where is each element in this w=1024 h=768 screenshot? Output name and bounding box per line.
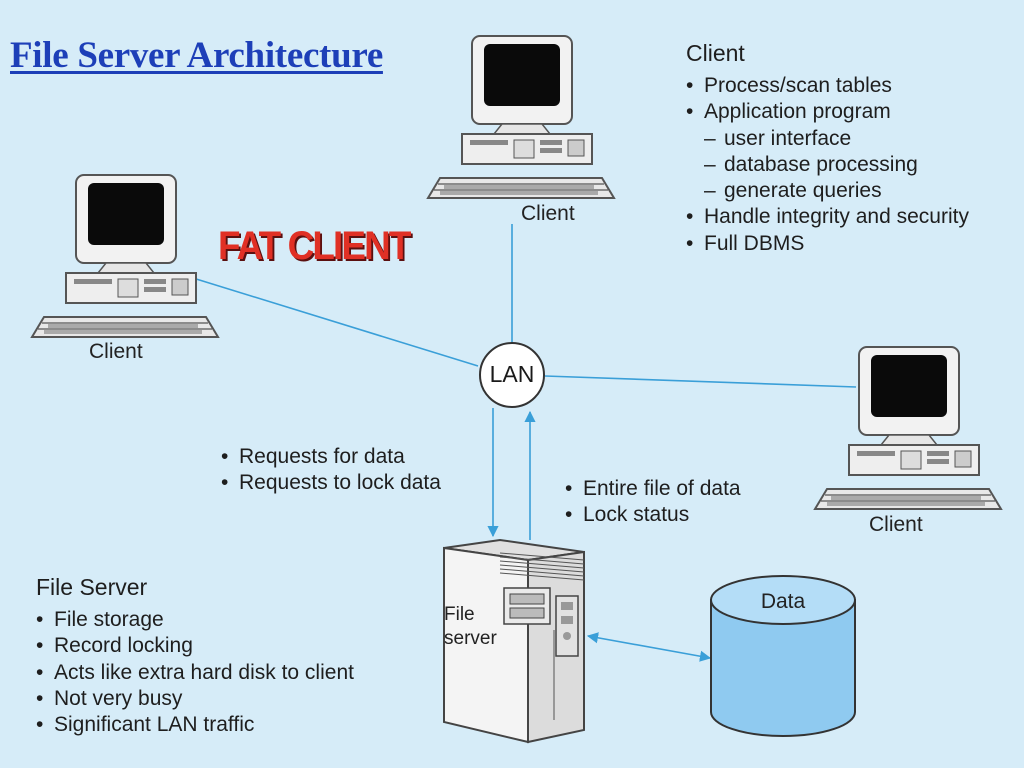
client-info-subitem: database processing	[686, 152, 969, 178]
client-info-subitem: generate queries	[686, 178, 969, 204]
file-server-info-block: File Server File storage Record locking …	[36, 574, 354, 738]
file-server-item: Not very busy	[36, 686, 354, 712]
page-title: File Server Architecture	[10, 35, 383, 76]
client-label-top: Client	[521, 202, 575, 225]
responses-list: Entire file of data Lock status	[565, 476, 741, 529]
client-info-list: Process/scan tables Application program …	[686, 73, 969, 257]
file-server-label: File server	[444, 603, 497, 651]
response-item: Lock status	[565, 502, 741, 528]
request-item: Requests for data	[221, 444, 441, 470]
client-info-heading: Client	[686, 40, 745, 66]
client-label-left: Client	[89, 340, 143, 363]
lan-hub	[479, 342, 545, 408]
client-info-item: Full DBMS	[686, 231, 969, 257]
link-left-client	[179, 273, 479, 367]
file-server-item: Acts like extra hard disk to client	[36, 660, 354, 686]
client-info-item: Application program	[686, 99, 969, 125]
database-cylinder	[710, 575, 856, 737]
link-right-client	[544, 375, 857, 388]
client-computer-right	[814, 346, 1002, 510]
file-server-heading: File Server	[36, 574, 148, 600]
response-item: Entire file of data	[565, 476, 741, 502]
file-server-item: Significant LAN traffic	[36, 712, 354, 738]
requests-list: Requests for data Requests to lock data	[221, 444, 441, 497]
client-info-item: Handle integrity and security	[686, 204, 969, 230]
client-info-subitem: user interface	[686, 126, 969, 152]
fat-client-label: FAT CLIENT	[218, 224, 411, 268]
client-info-item: Process/scan tables	[686, 73, 969, 99]
lan-label: LAN	[489, 361, 535, 387]
file-server-label-line1: File	[444, 604, 475, 625]
file-server-list: File storage Record locking Acts like ex…	[36, 607, 354, 738]
client-computer-top	[427, 35, 615, 199]
file-server-item: File storage	[36, 607, 354, 633]
server-data-arrow	[586, 632, 712, 662]
client-info-block: Client Process/scan tables Application p…	[686, 40, 969, 257]
request-item: Requests to lock data	[221, 470, 441, 496]
file-server-tower	[443, 538, 585, 744]
client-computer-left	[31, 174, 219, 338]
file-server-item: Record locking	[36, 633, 354, 659]
database-label: Data	[760, 590, 806, 613]
file-server-label-line2: server	[444, 628, 497, 649]
client-label-right: Client	[869, 513, 923, 536]
